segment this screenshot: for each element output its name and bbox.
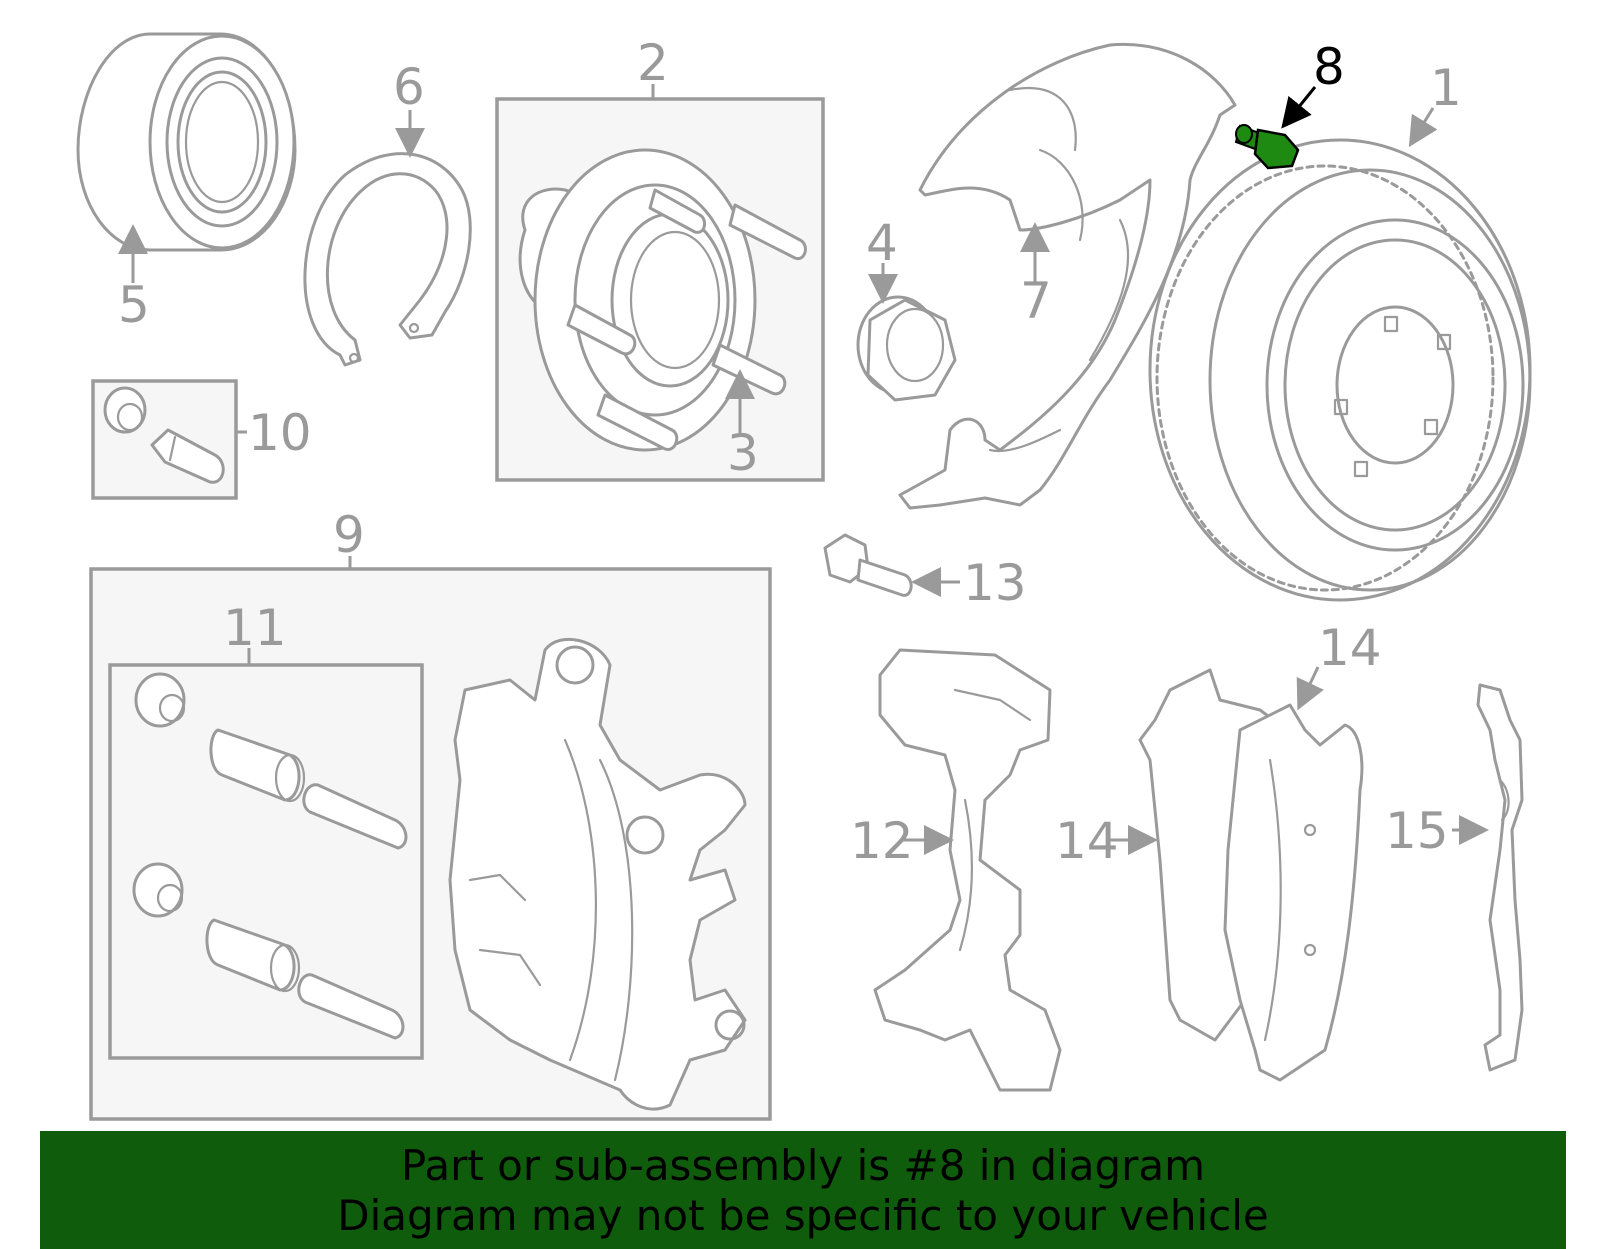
callout-15: 15 [1385,802,1449,860]
callout-3: 3 [727,424,759,482]
wheel-bearing [76,32,297,252]
brake-pads [1138,668,1364,1082]
banner-line-1: Part or sub-assembly is #8 in diagram [400,1141,1206,1190]
caliper-bracket [873,648,1062,1092]
box-guide-pin-kit [108,663,424,1060]
highlighted-bolt-part-8 [1234,124,1300,170]
snap-ring [303,152,472,367]
callout-5: 5 [118,276,150,334]
callout-7: 7 [1020,272,1052,330]
callout-2: 2 [637,34,669,92]
callout-4: 4 [866,214,898,272]
brake-rotor [1148,138,1532,602]
callout-12: 12 [850,812,914,870]
callout-6: 6 [393,58,425,116]
anti-rattle-clip [1476,683,1524,1072]
splash-shield [898,42,1237,510]
hub-with-studs [518,148,807,452]
callout-14-left: 14 [1055,812,1119,870]
axle-nut [856,295,957,402]
callout-11: 11 [223,599,287,657]
callout-14-top: 14 [1318,619,1382,677]
callout-13: 13 [963,554,1027,612]
banner-line-2: Diagram may not be specific to your vehi… [337,1191,1269,1240]
guide-pin-kit [132,672,408,1040]
caliper-body [448,637,747,1111]
caliper-bracket-bolt [823,533,913,597]
callout-8: 8 [1313,38,1345,96]
callout-1: 1 [1430,59,1462,117]
info-banner: Part or sub-assembly is #8 in diagram Di… [40,1131,1566,1249]
bleeder-screw [103,386,225,484]
callout-9: 9 [333,506,365,564]
callout-10: 10 [248,404,312,462]
callout-leaders [118,84,1489,855]
